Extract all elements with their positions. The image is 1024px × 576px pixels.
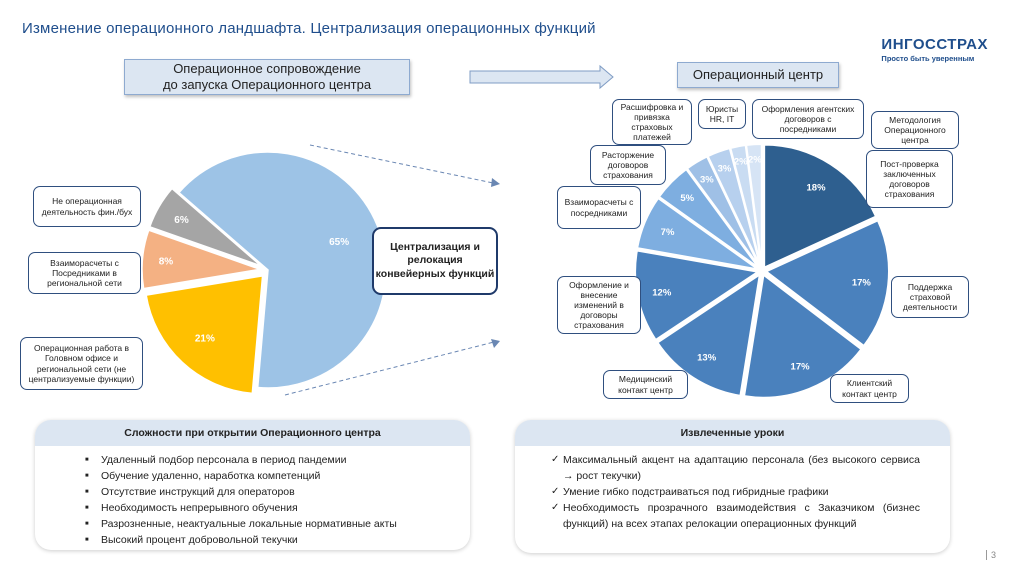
callout-non-operational: Не операционная деятельность фин./бух [33,186,141,227]
callout-methodology: Методология Операционного центра [871,111,959,149]
right-pie-label-0: 18% [807,182,827,193]
logo-name: ИНГОССТРАХ [881,36,988,53]
slide-title: Изменение операционного ландшафта. Центр… [22,20,596,37]
list-item: Обучение удаленно, наработка компетенций [35,468,470,484]
header-arrow [469,64,614,90]
callout-head-office-operations: Операционная работа в Головном офисе и р… [20,337,143,390]
right-pie-label-3: 13% [697,353,717,364]
right-pie-slice-5 [636,196,759,271]
left-pie-slice-0 [177,151,387,389]
callout-lawyers-hr-it: Юристы HR, IT [698,99,746,129]
callout-contract-termination: Расторжение договоров страхования [590,145,666,185]
expansion-arrowhead-bottom [491,339,500,348]
right-pie-label-7: 3% [700,174,714,185]
difficulties-list: Удаленный подбор персонала в период панд… [35,452,470,548]
right-pie-label-5: 7% [661,227,675,238]
left-pie-label-1: 21% [195,334,215,345]
ingosstrakh-logo: ИНГОССТРАХ Просто быть уверенным [881,36,988,63]
difficulties-title: Сложности при открытии Операционного цен… [35,420,470,446]
callout-contract-execution: Оформление и внесение изменений в догово… [557,276,641,334]
right-pie-slice-2 [742,272,863,399]
right-pie-label-1: 17% [852,278,872,289]
list-item: Разрозненные, неактуальные локальные нор… [35,516,470,532]
list-item: Умение гибко подстраиваться под гибридны… [515,484,950,500]
right-pie-slice-1 [764,219,890,348]
right-pie-chart: 18%17%17%13%12%7%5%3%3%2%2% [634,143,890,399]
right-pie-label-10: 2% [748,154,762,165]
list-item: Удаленный подбор персонала в период панд… [35,452,470,468]
right-pie-slice-6 [657,167,760,270]
list-item: Необходимость непрерывного обучения [35,500,470,516]
left-pie-slice-1 [145,274,264,395]
left-pie-label-0: 65% [329,237,349,248]
left-header-line1: Операционное сопровождение [173,60,361,76]
left-pie-slice-2 [141,229,261,290]
lessons-title: Извлеченные уроки [515,420,950,446]
list-item: Максимальный акцент на адаптацию персона… [515,452,950,484]
callout-client-contact-center: Клиентский контакт центр [830,374,909,403]
list-item: Отсутствие инструкций для операторов [35,484,470,500]
right-pie-label-8: 3% [718,163,732,174]
left-pie-label-2: 8% [159,257,174,268]
list-item: Высокий процент добровольной текучки [35,532,470,548]
right-pie-label-2: 17% [791,362,811,373]
right-pie-label-6: 5% [680,193,694,204]
page-number: 3 [986,550,996,560]
difficulties-panel: Сложности при открытии Операционного цен… [35,420,470,550]
callout-regional-settlements: Взаиморасчеты с Посредниками в региональ… [28,252,141,294]
left-pie-label-3: 6% [174,215,189,226]
callout-payments-decoding: Расшифровка и привязка страховых платеже… [612,99,692,145]
expansion-line-bottom [284,340,499,396]
callout-post-check: Пост-проверка заключенных договоров стра… [866,150,953,208]
list-item: Необходимость прозрачного взаимодействия… [515,500,950,532]
left-header-box: Операционное сопровождение до запуска Оп… [124,59,410,95]
lessons-panel: Извлеченные уроки Максимальный акцент на… [515,420,950,553]
callout-agency-contracts: Оформления агентских договоров с посредн… [752,99,864,139]
left-pie-chart: 65% 21% 8% 6% [141,151,387,395]
callout-intermediary-settlements: Взаиморасчеты с посредниками [557,186,641,229]
logo-tagline: Просто быть уверенным [881,54,975,63]
right-pie-label-9: 2% [734,156,748,167]
right-pie-slice-10 [745,143,763,268]
right-pie-label-4: 12% [652,287,672,298]
centralization-callout: Централизация и релокация конвейерных фу… [372,227,498,295]
left-header-line2: до запуска Операционного центра [162,77,372,92]
lessons-list: Максимальный акцент на адаптацию персона… [515,452,950,532]
right-pie-slice-3 [656,272,762,397]
callout-insurance-support: Поддержка страховой деятельности [891,276,969,318]
expansion-arrowhead-top [491,178,500,187]
right-header-box: Операционный центр [677,62,839,88]
left-pie-slice-3 [148,187,262,267]
callout-medical-contact-center: Медицинский контакт центр [603,370,688,399]
